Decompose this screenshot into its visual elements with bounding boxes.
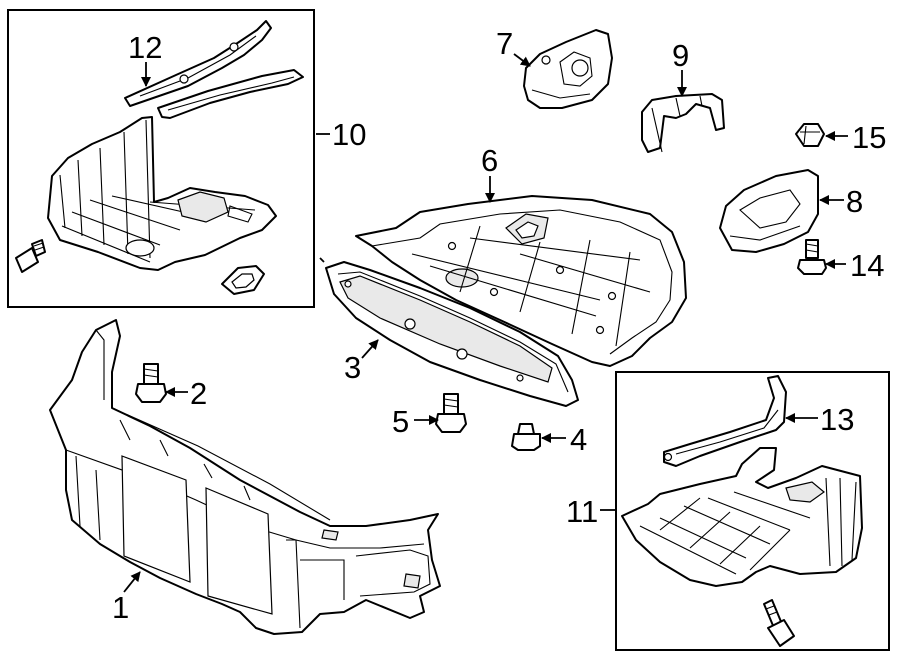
callout-15: 15 — [852, 120, 886, 155]
part-15-nut — [795, 123, 825, 147]
callout-12: 12 — [128, 30, 162, 65]
callout-5: 5 — [392, 404, 409, 439]
part-10-under-cover-left — [47, 116, 277, 271]
inset-box-10 — [7, 9, 315, 308]
part-7-cover — [523, 29, 613, 109]
callout-9: 9 — [672, 38, 689, 73]
leader-1 — [123, 571, 141, 593]
callout-4: 4 — [570, 422, 587, 457]
leader-7 — [513, 53, 531, 67]
callout-13: 13 — [820, 402, 854, 437]
part-5-bolt — [435, 393, 467, 433]
part-9-bracket — [641, 93, 725, 153]
callout-2: 2 — [190, 376, 207, 411]
callout-7: 7 — [496, 26, 513, 61]
inset-box-11 — [615, 371, 890, 651]
part-6-under-cover — [355, 195, 687, 367]
callout-8: 8 — [846, 184, 863, 219]
callout-11: 11 — [566, 494, 598, 529]
leader-3 — [361, 339, 379, 359]
part-10-grommet — [221, 265, 265, 295]
part-11-under-cover-right — [621, 447, 863, 587]
part-4-clip — [511, 423, 541, 451]
part-1-carrier — [49, 319, 441, 635]
callout-6: 6 — [481, 143, 498, 178]
part-12-bracket — [124, 20, 304, 119]
callout-3: 3 — [344, 350, 361, 385]
part-13-bracket — [663, 375, 787, 467]
part-14-bolt — [797, 239, 827, 275]
part-2-bolt — [135, 363, 167, 403]
callout-14: 14 — [850, 248, 884, 283]
part-10-bolt — [15, 239, 46, 273]
part-8-cover — [719, 169, 819, 253]
leader-lines — [123, 53, 848, 593]
callout-1: 1 — [112, 590, 129, 625]
callout-10: 10 — [332, 117, 366, 152]
callout-labels: 12 10 7 9 15 6 8 14 2 3 5 4 13 11 1 — [112, 26, 886, 625]
part-3-strip — [319, 257, 579, 407]
part-11-bolt — [763, 599, 795, 647]
